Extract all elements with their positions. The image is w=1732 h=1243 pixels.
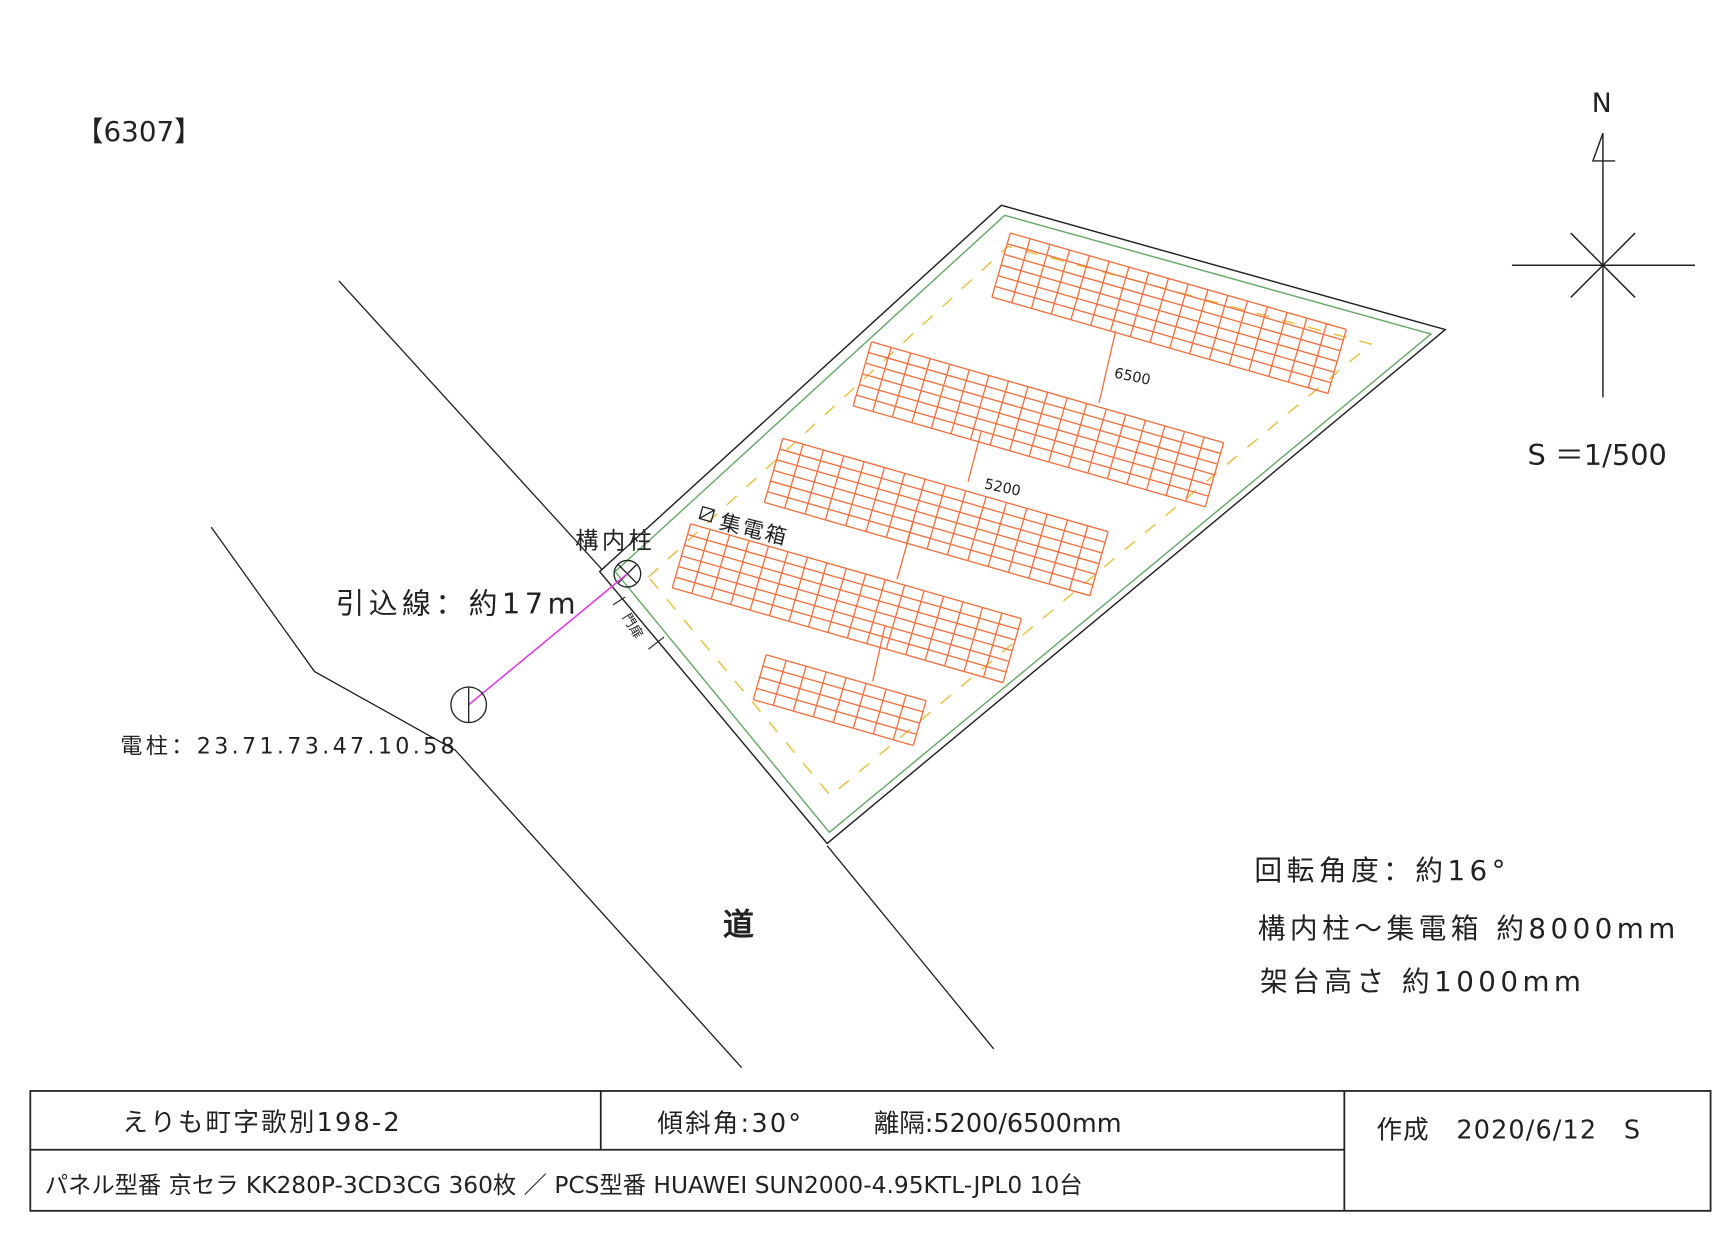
panel-array-5: [752, 654, 927, 747]
north-arrow-icon: [1511, 132, 1696, 398]
gate-marks: [612, 596, 665, 650]
property-inner-boundary: [614, 214, 1433, 834]
panel-grid-line: [859, 383, 1212, 487]
panel-grid-line: [753, 698, 914, 747]
panel-grid-line: [865, 362, 1218, 465]
panel-array-4: [671, 523, 1023, 684]
road-edges: [210, 280, 995, 1069]
panel-grid-line: [862, 373, 1215, 476]
panel-grid-line: [752, 654, 767, 700]
panel-grid-line: [762, 665, 924, 713]
panel-grid-line: [773, 469, 1100, 565]
inside-pole-icon: [613, 559, 642, 588]
panel-grid-line: [764, 501, 1090, 597]
service-line-label: 引込線：約17m: [336, 587, 581, 621]
panel-grid-line: [684, 544, 1016, 641]
panel-arrays: [671, 232, 1347, 747]
panel-grid-line: [678, 565, 1010, 662]
property-boundary: [598, 204, 1447, 845]
spacing-cell: 離隔:5200/6500mm: [874, 1109, 1122, 1139]
junction-box-label: 集電箱: [717, 509, 791, 550]
rotation-note: 回転角度：約16°: [1254, 854, 1510, 887]
pole-inside-label: 構内柱: [575, 527, 655, 554]
panel-grid-line: [767, 491, 1094, 586]
panel-grid-line: [675, 576, 1007, 673]
panel-grid-line: [687, 533, 1019, 630]
panel-grid-line: [868, 351, 1221, 455]
panel-grid-line: [672, 587, 1004, 684]
panel-grid-line: [1010, 232, 1347, 331]
spacing-label-6500: 6500: [1113, 366, 1152, 389]
created-cell: 作成 2020/6/12 S: [1377, 1116, 1642, 1146]
panel-grid-line: [759, 676, 920, 724]
panel-grid-line: [765, 654, 927, 702]
panel-grid-line: [756, 687, 917, 735]
array-connectors: [872, 330, 1117, 682]
mount-height-note: 架台高さ 約1000mm: [1260, 965, 1585, 998]
scale-label: S ＝1/500: [1527, 438, 1666, 472]
panel-grid-line: [1002, 618, 1023, 683]
north-label: N: [1592, 88, 1612, 119]
address-cell: えりも町字歌別198-2: [122, 1108, 401, 1138]
equipment-cell: パネル型番 京セラ KK280P-3CD3CG 360枚 ／ PCS型番 HUA…: [45, 1172, 1083, 1199]
panel-grid-line: [1003, 253, 1341, 352]
gate-label: 門扉: [618, 611, 646, 642]
panel-array-3: [763, 437, 1109, 597]
panel-grid-line: [871, 341, 1224, 444]
panel-grid-line: [1007, 243, 1344, 341]
panel-array-2: [852, 341, 1225, 508]
utility-pole-icon: [450, 686, 488, 724]
panel-grid-line: [853, 405, 1206, 508]
panel-grid-line: [779, 448, 1106, 543]
panel-grid-line: [782, 437, 1109, 533]
title-block: [29, 1090, 1712, 1212]
road-label: 道: [723, 908, 754, 944]
panel-grid-line: [856, 394, 1209, 497]
panel-grid-line: [991, 296, 1329, 395]
spacing-label-5200: 5200: [983, 477, 1022, 500]
junction-box-icon: [698, 505, 716, 523]
drawing-id: 【6307】: [76, 115, 202, 148]
panel-grid-line: [1000, 264, 1338, 363]
panel-grid-line: [994, 285, 1332, 384]
panel-grid-line: [852, 341, 873, 407]
panel-grid-line: [776, 459, 1103, 554]
pole-to-box-note: 構内柱～集電箱 約8000mm: [1258, 912, 1680, 945]
utility-pole-label: 電柱：23.71.73.47.10.58: [120, 734, 458, 760]
panel-grid-line: [770, 480, 1097, 575]
service-line: [468, 573, 628, 706]
panel-grid-line: [681, 555, 1013, 652]
tilt-cell: 傾斜角:30°: [657, 1109, 803, 1139]
panel-grid-line: [690, 523, 1022, 620]
panel-grid-line: [997, 275, 1335, 373]
panel-array-1: [991, 232, 1347, 395]
